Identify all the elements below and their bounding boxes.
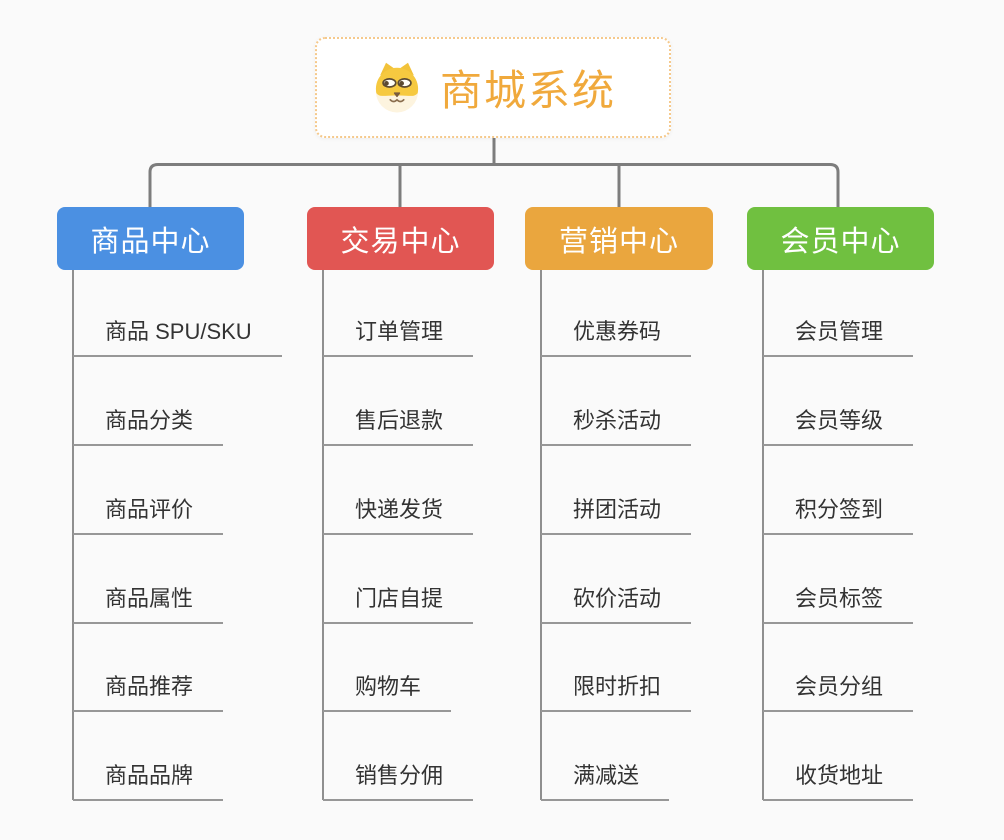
leaf-node[interactable]: 商品品牌	[73, 759, 224, 801]
leaf-node[interactable]: 商品推荐	[73, 670, 224, 712]
leaf-node[interactable]: 收货地址	[763, 759, 914, 801]
leaf-node[interactable]: 购物车	[323, 670, 452, 712]
leaf-node[interactable]: 商品评价	[73, 493, 224, 535]
leaf-node[interactable]: 限时折扣	[541, 670, 692, 712]
doge-icon	[370, 61, 424, 115]
leaf-node[interactable]: 商品属性	[73, 582, 224, 624]
leaf-node[interactable]: 门店自提	[323, 582, 474, 624]
leaf-node[interactable]: 会员等级	[763, 404, 914, 446]
leaf-node[interactable]: 优惠券码	[541, 315, 692, 357]
leaf-node[interactable]: 商品 SPU/SKU	[73, 315, 282, 357]
branch-node-label: 营销中心	[558, 225, 679, 258]
branch-node-marketing[interactable]: 营销中心	[525, 207, 713, 270]
leaf-node[interactable]: 订单管理	[323, 315, 474, 357]
leaf-node[interactable]: 会员标签	[763, 582, 914, 624]
branch-node-label: 商品中心	[90, 225, 211, 258]
leaf-node[interactable]: 商品分类	[73, 404, 224, 446]
root-node[interactable]: 商城系统	[315, 37, 671, 138]
leaf-node[interactable]: 积分签到	[763, 493, 914, 535]
branch-node-products[interactable]: 商品中心	[57, 207, 244, 270]
root-node-label: 商城系统	[439, 67, 616, 114]
branch-node-label: 交易中心	[340, 225, 461, 258]
leaf-node[interactable]: 满减送	[541, 759, 670, 801]
leaf-node[interactable]: 售后退款	[323, 404, 474, 446]
leaf-node[interactable]: 砍价活动	[541, 582, 692, 624]
leaf-node[interactable]: 秒杀活动	[541, 404, 692, 446]
leaf-node[interactable]: 拼团活动	[541, 493, 692, 535]
leaf-node[interactable]: 会员管理	[763, 315, 914, 357]
leaf-node[interactable]: 会员分组	[763, 670, 914, 712]
branch-node-label: 会员中心	[780, 225, 901, 258]
leaf-node[interactable]: 快递发货	[323, 493, 474, 535]
leaf-node[interactable]: 销售分佣	[323, 759, 474, 801]
branch-node-members[interactable]: 会员中心	[747, 207, 934, 270]
branch-node-trade[interactable]: 交易中心	[307, 207, 494, 270]
